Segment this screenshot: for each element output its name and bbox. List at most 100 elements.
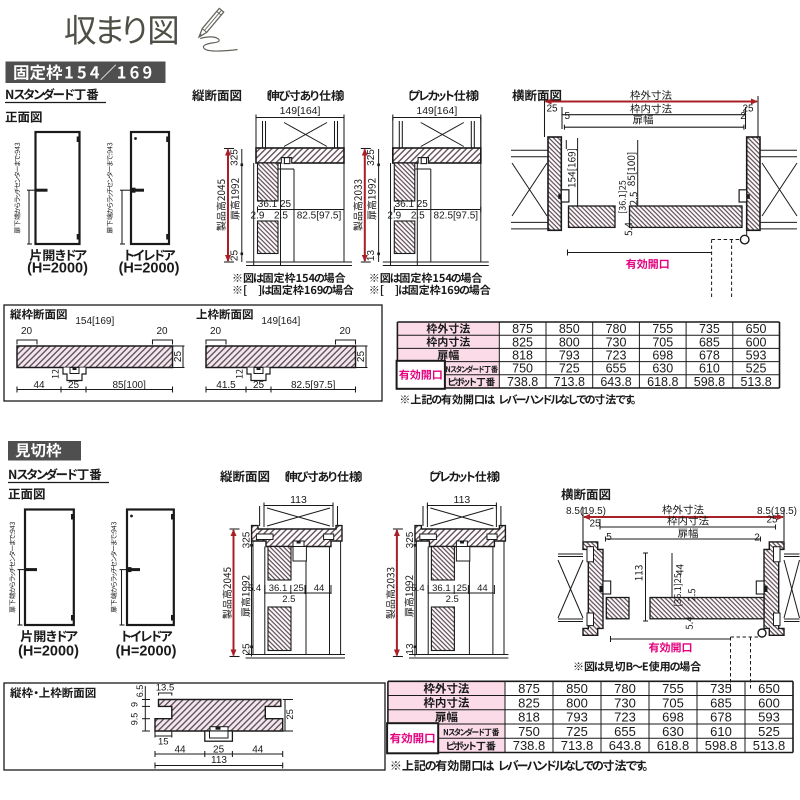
svg-text:44: 44 xyxy=(33,380,45,391)
svg-text:25: 25 xyxy=(766,515,778,526)
svg-text:643.8: 643.8 xyxy=(609,738,642,753)
svg-text:593: 593 xyxy=(758,710,780,725)
svg-text:738.8: 738.8 xyxy=(513,738,546,753)
svg-text:36.1: 36.1 xyxy=(432,583,451,594)
svg-text:875: 875 xyxy=(518,681,540,696)
svg-text:(H=2000): (H=2000) xyxy=(116,644,177,660)
svg-text:800: 800 xyxy=(566,695,588,710)
svg-text:2.5: 2.5 xyxy=(274,211,288,222)
svg-text:598.8: 598.8 xyxy=(705,738,738,753)
svg-text:750: 750 xyxy=(512,362,533,376)
svg-text:113: 113 xyxy=(290,494,307,506)
svg-text:5: 5 xyxy=(565,111,571,122)
svg-text:13: 13 xyxy=(366,250,377,262)
svg-text:780: 780 xyxy=(614,681,636,696)
svg-text:325: 325 xyxy=(366,149,377,166)
svg-text:149[164]: 149[164] xyxy=(280,105,321,117)
svg-text:36.1: 36.1 xyxy=(395,199,415,210)
svg-text:793: 793 xyxy=(559,349,580,363)
svg-text:610: 610 xyxy=(699,362,720,376)
svg-text:20: 20 xyxy=(339,326,351,337)
svg-text:655: 655 xyxy=(614,724,636,739)
svg-text:650: 650 xyxy=(746,322,767,336)
svg-text:780: 780 xyxy=(606,322,627,336)
svg-text:685: 685 xyxy=(699,335,720,349)
svg-text:20: 20 xyxy=(156,326,168,337)
svg-text:698: 698 xyxy=(652,349,673,363)
svg-text:600: 600 xyxy=(746,335,767,349)
svg-text:25: 25 xyxy=(742,104,754,115)
svg-text:525: 525 xyxy=(758,724,780,739)
svg-text:525: 525 xyxy=(746,362,767,376)
svg-text:(H=2000): (H=2000) xyxy=(119,261,180,277)
svg-text:9.5: 9.5 xyxy=(130,713,140,726)
svg-text:(H=2000): (H=2000) xyxy=(27,261,88,277)
svg-text:154[169]: 154[169] xyxy=(75,316,114,327)
svg-text:730: 730 xyxy=(614,695,636,710)
svg-text:2.5: 2.5 xyxy=(446,594,459,605)
svg-text:82.5[97.5]: 82.5[97.5] xyxy=(297,211,342,222)
svg-text:8.5(19.5): 8.5(19.5) xyxy=(757,506,797,517)
svg-text:13.5: 13.5 xyxy=(156,683,175,694)
svg-text:113: 113 xyxy=(211,755,227,766)
svg-text:5: 5 xyxy=(606,532,612,543)
svg-text:325: 325 xyxy=(229,149,240,166)
svg-text:705: 705 xyxy=(662,695,684,710)
svg-text:618.8: 618.8 xyxy=(647,375,678,389)
svg-text:25: 25 xyxy=(546,104,558,115)
svg-text:25: 25 xyxy=(285,709,296,720)
svg-text:593: 593 xyxy=(746,349,767,363)
svg-text:5.4: 5.4 xyxy=(411,583,424,594)
svg-text:655: 655 xyxy=(606,362,627,376)
svg-text:113: 113 xyxy=(454,494,471,506)
svg-text:800: 800 xyxy=(559,335,580,349)
svg-text:25: 25 xyxy=(457,583,468,594)
svg-text:325: 325 xyxy=(405,531,416,548)
svg-text:738.8: 738.8 xyxy=(507,375,538,389)
svg-text:13: 13 xyxy=(405,643,416,655)
svg-text:755: 755 xyxy=(662,681,684,696)
svg-text:723: 723 xyxy=(614,710,636,725)
svg-text:2.9: 2.9 xyxy=(387,211,401,222)
svg-text:2.5: 2.5 xyxy=(282,594,295,605)
svg-text:678: 678 xyxy=(710,710,732,725)
svg-text:25: 25 xyxy=(417,199,429,210)
svg-text:41.5: 41.5 xyxy=(216,380,236,391)
svg-text:25: 25 xyxy=(253,380,265,391)
svg-text:750: 750 xyxy=(518,724,540,739)
svg-text:25: 25 xyxy=(68,380,80,391)
svg-text:6.5: 6.5 xyxy=(135,685,145,698)
svg-text:825: 825 xyxy=(512,335,533,349)
svg-text:149[164]: 149[164] xyxy=(261,316,300,327)
svg-text:2.5: 2.5 xyxy=(411,211,425,222)
svg-text:20: 20 xyxy=(21,326,33,337)
svg-text:630: 630 xyxy=(652,362,673,376)
svg-text:82.5[97.5]: 82.5[97.5] xyxy=(291,380,336,391)
svg-text:44: 44 xyxy=(477,583,488,594)
svg-text:850: 850 xyxy=(566,681,588,696)
svg-text:2.9: 2.9 xyxy=(251,211,265,222)
svg-text:685: 685 xyxy=(710,695,732,710)
svg-text:598.8: 598.8 xyxy=(694,375,725,389)
svg-text:678: 678 xyxy=(699,349,720,363)
svg-text:730: 730 xyxy=(606,335,627,349)
svg-text:25: 25 xyxy=(293,583,304,594)
svg-text:25: 25 xyxy=(356,351,367,363)
svg-text:793: 793 xyxy=(566,710,588,725)
svg-text:36.1: 36.1 xyxy=(258,199,278,210)
svg-text:618.8: 618.8 xyxy=(657,738,690,753)
svg-text:325: 325 xyxy=(241,531,252,548)
svg-text:713.8: 713.8 xyxy=(554,375,585,389)
svg-text:610: 610 xyxy=(710,724,732,739)
svg-text:2: 2 xyxy=(740,111,746,122)
svg-text:2: 2 xyxy=(754,533,760,544)
svg-text:818: 818 xyxy=(518,710,540,725)
svg-text:723: 723 xyxy=(606,349,627,363)
svg-text:25: 25 xyxy=(173,351,184,363)
svg-text:725: 725 xyxy=(566,724,588,739)
svg-text:713.8: 713.8 xyxy=(561,738,594,753)
svg-text:44: 44 xyxy=(314,583,325,594)
svg-text:44: 44 xyxy=(252,745,264,756)
svg-text:25: 25 xyxy=(213,745,225,756)
svg-text:850: 850 xyxy=(559,322,580,336)
